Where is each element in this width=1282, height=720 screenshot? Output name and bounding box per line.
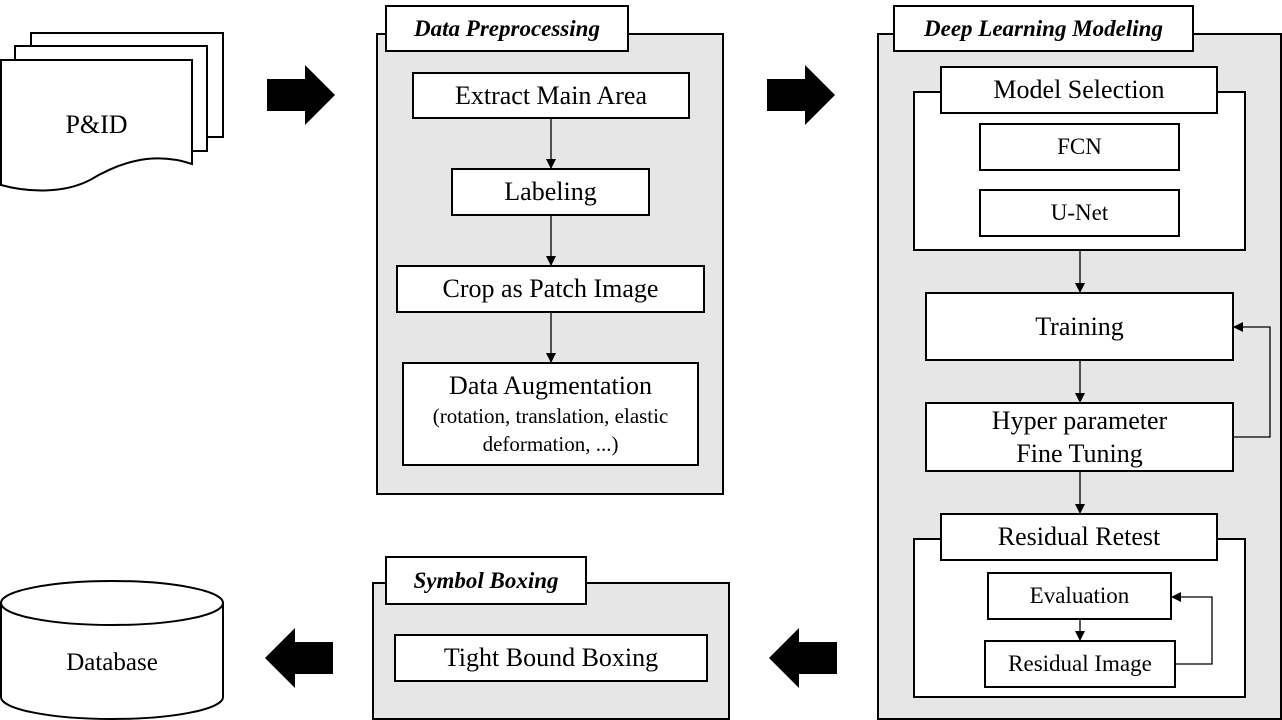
hyper-parameter-tuning-step: Hyper parameter Fine Tuning bbox=[925, 402, 1234, 472]
big-arrow-left-1 bbox=[769, 628, 837, 688]
loop-tuning-to-training bbox=[1233, 322, 1271, 438]
data-augmentation-step: Data Augmentation (rotation, translation… bbox=[402, 362, 699, 466]
crop-patch-image-step: Crop as Patch Image bbox=[396, 265, 705, 313]
data-augmentation-title: Data Augmentation bbox=[449, 371, 652, 400]
residual-retest-title: Residual Retest bbox=[940, 513, 1218, 561]
big-arrow-left-2 bbox=[265, 628, 333, 688]
training-step: Training bbox=[925, 292, 1234, 361]
database-label: Database bbox=[66, 648, 158, 676]
labeling-step: Labeling bbox=[451, 168, 650, 216]
tight-bound-boxing-step: Tight Bound Boxing bbox=[394, 634, 708, 682]
data-augmentation-detail-1: (rotation, translation, elastic bbox=[432, 404, 669, 428]
model-option-unet: U-Net bbox=[979, 189, 1180, 237]
extract-main-area-step: Extract Main Area bbox=[412, 72, 690, 119]
residual-image-step: Residual Image bbox=[984, 640, 1176, 688]
data-preprocessing-title: Data Preprocessing bbox=[385, 5, 629, 52]
pid-document-icon bbox=[0, 32, 224, 192]
deep-learning-modeling-title: Deep Learning Modeling bbox=[893, 5, 1194, 52]
tuning-line-2: Fine Tuning bbox=[1016, 439, 1143, 468]
big-arrow-right-1 bbox=[267, 65, 335, 125]
data-augmentation-detail-2: deformation, ...) bbox=[482, 432, 619, 456]
pid-label: P&ID bbox=[65, 110, 128, 139]
loop-residual-image-to-evaluation bbox=[1171, 592, 1213, 665]
tuning-line-1: Hyper parameter bbox=[991, 406, 1168, 435]
symbol-boxing-title: Symbol Boxing bbox=[385, 556, 587, 605]
model-option-fcn: FCN bbox=[979, 123, 1180, 171]
model-selection-title: Model Selection bbox=[940, 66, 1218, 114]
database-cylinder-icon bbox=[0, 580, 224, 720]
big-arrow-right-2 bbox=[767, 65, 835, 125]
evaluation-step: Evaluation bbox=[987, 572, 1172, 620]
